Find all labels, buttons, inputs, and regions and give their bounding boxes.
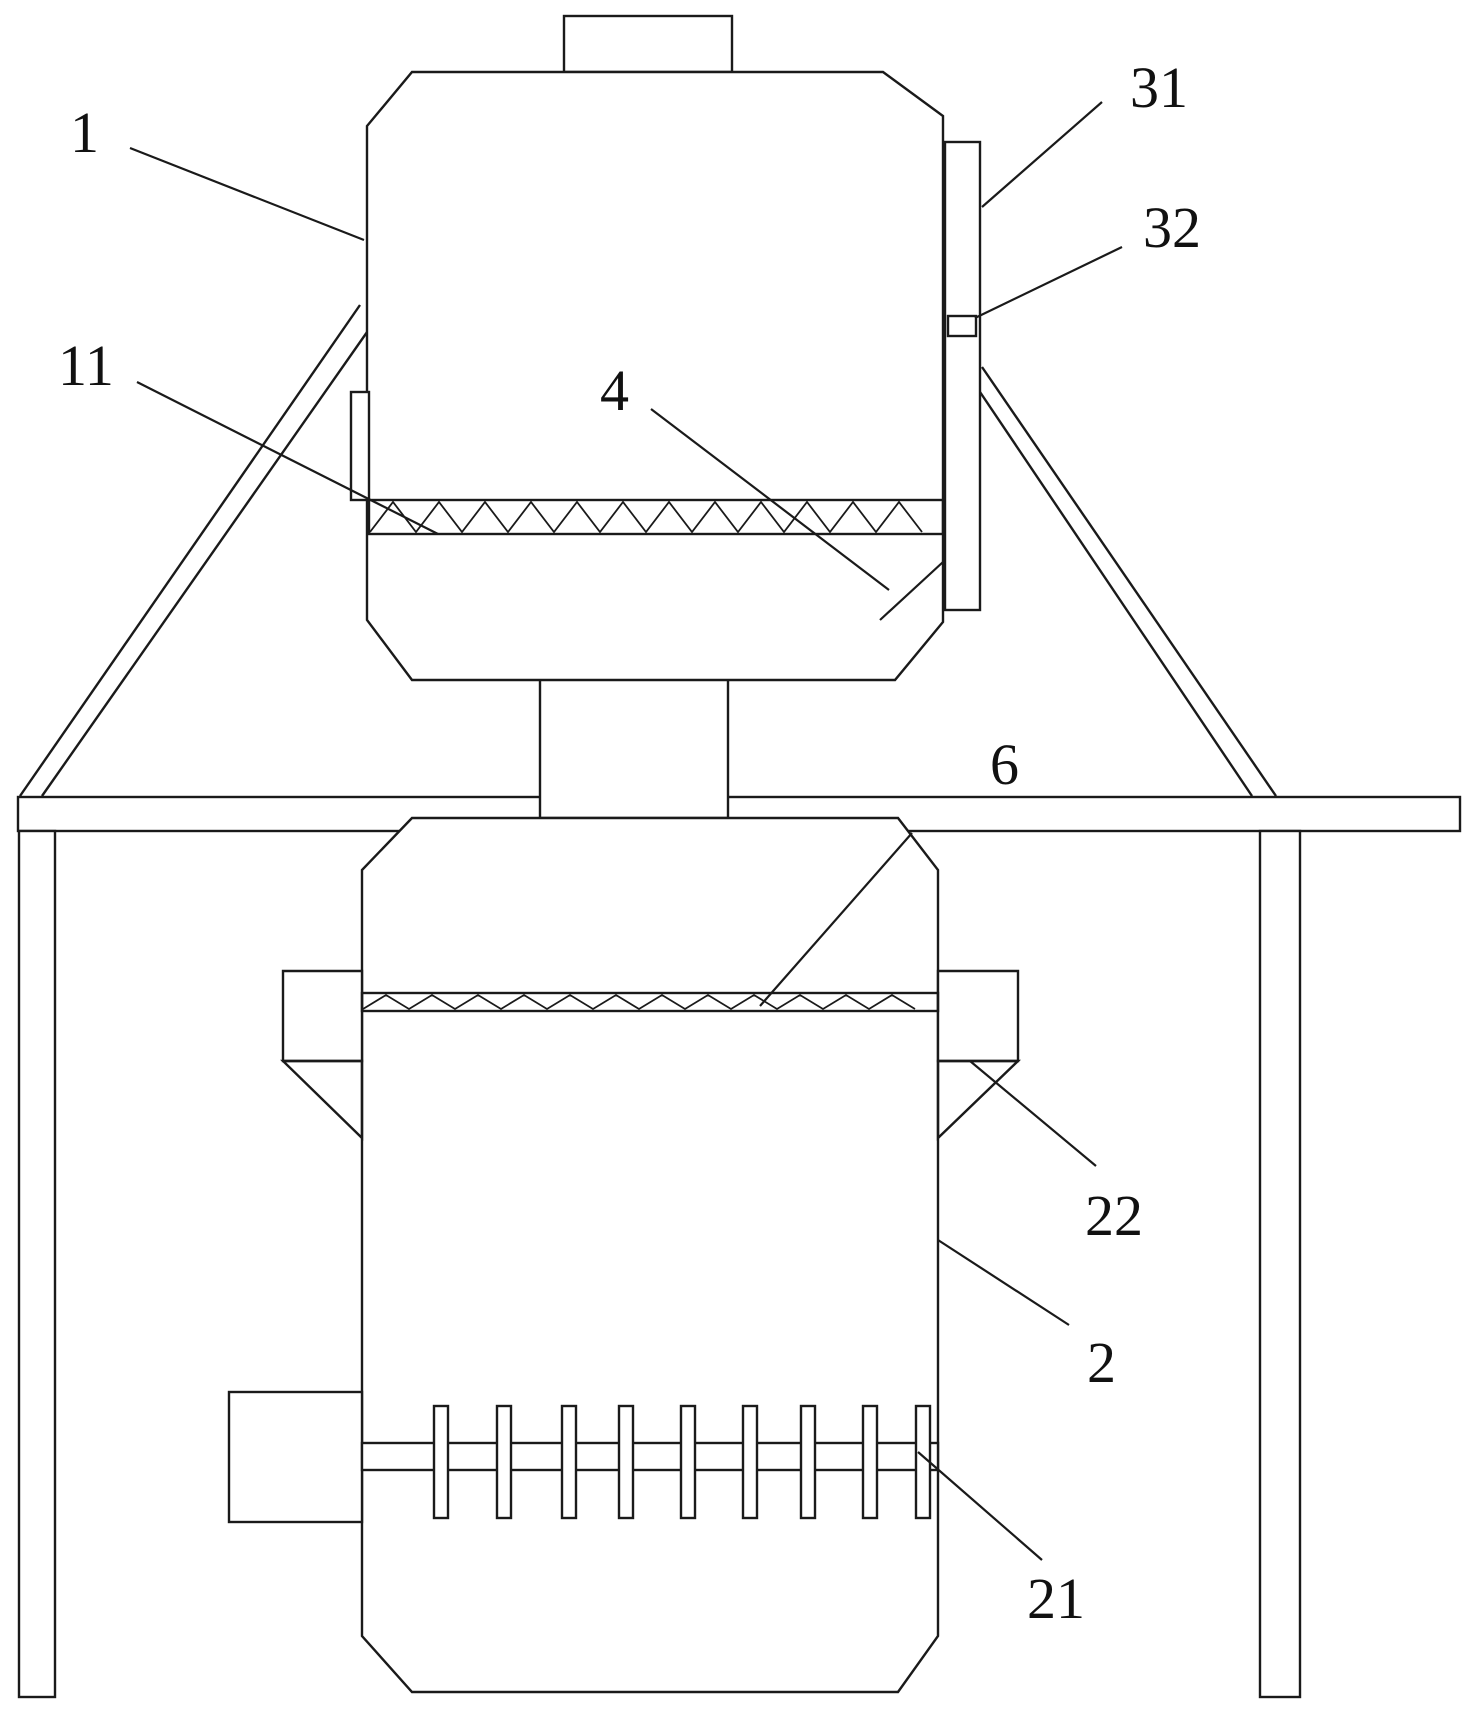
inlet-cap: [562, 14, 734, 74]
upper-tank-body: [365, 70, 945, 682]
filter-screen-zigzag: [369, 500, 923, 534]
label-1: 1: [70, 100, 99, 165]
stirring-paddle: [617, 1404, 635, 1520]
leader-11: [136, 381, 439, 535]
table-frame: [16, 795, 1462, 1699]
stirring-shaft: [360, 1441, 940, 1472]
filter-screen: [367, 498, 945, 536]
stirring-paddle: [741, 1404, 759, 1520]
support-struts: [19, 304, 1277, 797]
left-strut-inner: [41, 324, 373, 797]
side-plate: [943, 140, 982, 612]
label-32: 32: [1143, 195, 1201, 260]
filter-plate-zigzag: [362, 993, 916, 1011]
stirring-paddle: [799, 1404, 817, 1520]
stirring-paddle: [679, 1404, 697, 1520]
label-11: 11: [58, 333, 114, 398]
filter-plate: [360, 991, 940, 1013]
leader-2: [937, 1239, 1070, 1326]
stirring-motor: [227, 1390, 364, 1524]
label-22: 22: [1085, 1183, 1143, 1248]
left-hopper-box: [281, 969, 364, 1063]
leader-4b: [879, 561, 944, 621]
lower-tank-body: [360, 816, 940, 1694]
reference-numerals: 1 31 32 11 4 6 22 2 21: [58, 55, 1201, 1631]
right-strut-outer: [981, 366, 1277, 797]
table-leg-left: [17, 829, 57, 1699]
stirring-paddle: [861, 1404, 879, 1520]
connecting-pipe: [538, 676, 730, 820]
label-31: 31: [1130, 55, 1188, 120]
leader-22: [969, 1060, 1097, 1167]
label-21: 21: [1027, 1566, 1085, 1631]
lower-tank: [227, 816, 1021, 1694]
leader-6: [759, 832, 913, 1007]
left-bracket: [349, 390, 371, 502]
leader-4: [650, 408, 890, 591]
filter-plate-hatching: [362, 993, 916, 1011]
label-6: 6: [990, 732, 1019, 797]
leader-1: [129, 146, 365, 242]
left-strut-outer: [19, 304, 361, 797]
filter-screen-hatching: [369, 500, 923, 534]
sensor-block: [946, 314, 978, 338]
right-hopper-funnel: [936, 1059, 1021, 1141]
leader-21: [917, 1451, 1043, 1561]
stirring-paddles: [432, 1404, 932, 1520]
leader-31: [981, 101, 1103, 208]
stirring-paddle: [432, 1404, 450, 1520]
right-hopper-box: [936, 969, 1020, 1063]
stirring-paddle: [495, 1404, 513, 1520]
leader-32: [974, 246, 1123, 319]
stirring-paddle: [560, 1404, 578, 1520]
right-strut-inner: [979, 391, 1253, 797]
leader-lines: [129, 101, 1123, 1561]
table-leg-right: [1258, 829, 1302, 1699]
upper-tank: [349, 14, 982, 682]
label-4: 4: [600, 358, 629, 423]
label-2: 2: [1087, 1330, 1116, 1395]
left-hopper-funnel: [280, 1059, 364, 1141]
